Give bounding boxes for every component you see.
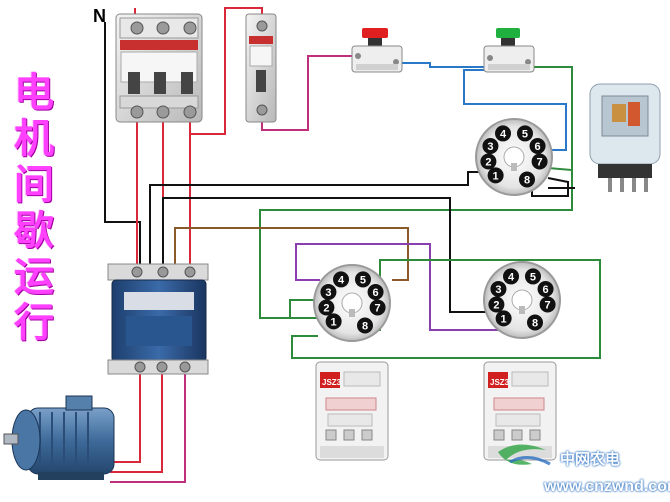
socket-pin [524,268,541,285]
timer-1-brand: JSZ3 [322,378,342,387]
socket-pin [480,153,497,170]
socket-pin [488,296,505,313]
socket-pin [318,299,335,316]
socket-pin-label: 8 [362,321,368,333]
socket-pin-label: 4 [508,271,515,283]
start-right-green [259,66,573,319]
socket-pin-label: 6 [535,141,541,153]
breaker-3p [115,13,203,123]
socket-pin [519,171,535,188]
socket-pin [537,281,554,298]
socket-pin-label: 5 [530,271,536,283]
motor [3,395,115,480]
watermark-logo [498,444,551,466]
socket-pin [320,284,337,301]
socket-pin [539,296,556,313]
stop-button [351,28,403,73]
start-button [483,28,535,73]
timer-2 [483,361,557,461]
socket-pin-label: 2 [323,303,329,315]
socket-pin [369,299,386,316]
socket-pin-label: 4 [338,274,345,286]
socket-pin-label: 2 [485,157,491,169]
socket-pin-label: 3 [495,284,501,296]
socket-pin [487,167,504,184]
socket-pin [325,313,342,330]
start-to-relay-blue [463,69,567,151]
page-title: 电 机 间 歇 运 行 [6,70,62,346]
contactor [107,263,209,375]
neutral-label: N [93,6,106,26]
1p-to-stop-wire [261,55,355,131]
socket-pin-label: 8 [532,318,538,330]
title-char: 歇 [14,207,54,254]
socket-pin-label: 5 [360,274,366,286]
socket-pin-label: 7 [537,157,543,169]
socket-pin [333,271,350,288]
brown-wire [174,227,409,281]
socket-pin [529,138,546,155]
socket-pin-label: 1 [501,313,507,325]
motor-wire-3 [110,370,186,483]
watermark-site-name: 中网农电 [560,450,621,468]
neutral-wire [104,22,141,268]
motor-wire-1 [110,370,141,463]
title-char: 间 [14,161,54,208]
stop-to-start-wire [402,62,488,68]
socket-pin-label: 6 [373,287,379,299]
relay-socket: 12 34 56 78 [475,118,553,196]
motor-wire-2 [110,370,163,473]
socket-pin-label: 5 [522,128,528,140]
socket-pin [354,271,371,288]
socket-pin [482,138,499,155]
purple-wire-1 [295,243,498,331]
socket-pin-label: 3 [325,287,331,299]
socket-pin [527,314,543,331]
timer-socket-1: 12 34 56 78 [313,264,391,342]
green-wire-3 [547,167,573,176]
socket-pin [516,125,533,142]
breaker-1p [245,13,277,123]
watermark-url: www.cnzwnd.com [544,478,670,495]
socket-pin-label: 3 [487,141,493,153]
title-char: 运 [14,253,54,300]
socket-pin [367,284,384,301]
socket-pin [357,317,373,334]
timer-socket-2: 12 34 56 78 [483,261,561,339]
socket-pin-label: 8 [524,175,530,187]
black-wire-2 [162,197,492,313]
title-char: 电 [14,69,54,116]
title-char: 机 [14,115,54,162]
socket-pin-label: 4 [500,128,507,140]
timer-2-brand: JSZ3 [490,378,510,387]
title-char: 行 [14,299,54,346]
timer-1 [315,361,389,461]
socket-pin [495,310,512,327]
socket-pin [490,281,507,298]
socket-pin [531,153,548,170]
socket-pin-label: 7 [375,303,381,315]
socket-pin-label: 6 [543,284,549,296]
breaker-to-1p [189,7,263,135]
black-wire-1 [149,171,485,268]
socket-pin [495,125,512,142]
socket-pin-label: 2 [493,300,499,312]
socket-pin-label: 1 [493,170,499,182]
green-wire-1 [289,299,318,318]
socket-pin-label: 1 [331,316,337,328]
relay [589,83,661,192]
socket-pin [503,268,520,285]
socket-pin-label: 7 [545,300,551,312]
